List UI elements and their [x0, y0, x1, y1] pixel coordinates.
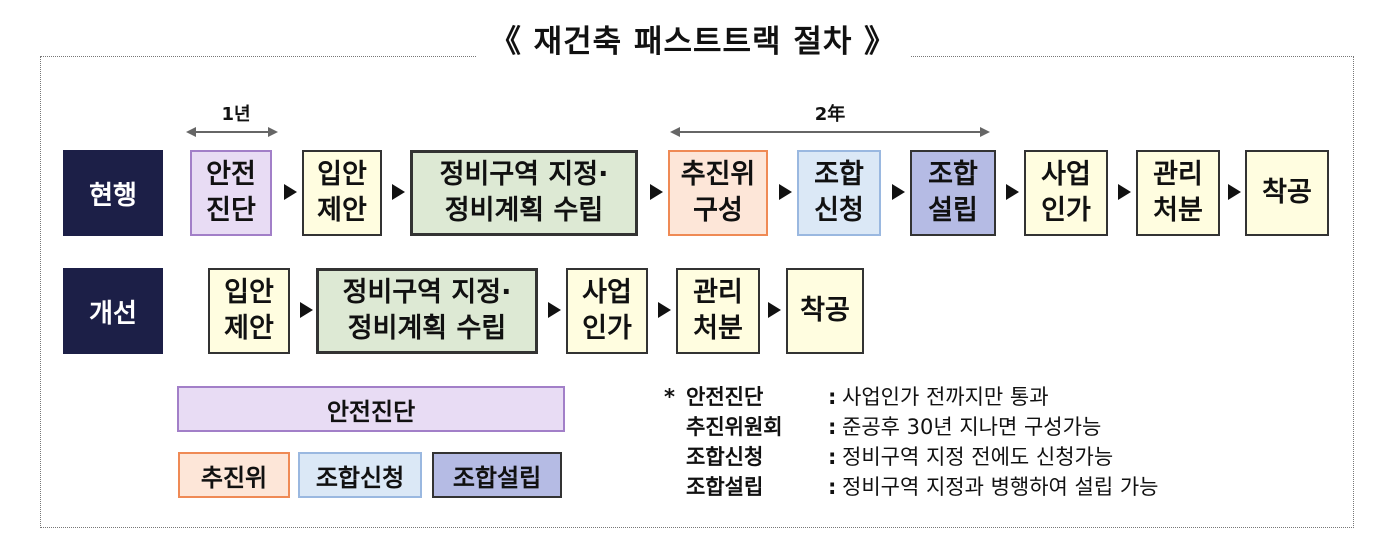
flow-arrow — [768, 302, 781, 318]
step-district-designation: 정비구역 지정·정비계획 수립 — [316, 268, 538, 354]
diagram-title: 《 재건축 패스트트랙 절차 》 — [0, 22, 1386, 62]
flow-arrow — [548, 302, 561, 318]
flow-arrow — [284, 184, 297, 200]
note-desc: 정비구역 지정 전에도 신청가능 — [842, 445, 1114, 469]
note-desc: 사업인가 전까지만 통과 — [842, 385, 1049, 409]
step-district-designation: 정비구역 지정·정비계획 수립 — [410, 150, 638, 236]
legend-safety-diagnosis: 안전진단 — [177, 386, 565, 432]
note-desc: 준공후 30년 지나면 구성가능 — [842, 415, 1102, 439]
flow-arrow — [392, 184, 405, 200]
flow-arrow — [658, 302, 671, 318]
flow-arrow — [1228, 184, 1241, 200]
notes-list: * 안전진단 : 사업인가 전까지만 통과 추진위원회 : 준공후 30년 지나… — [664, 382, 1159, 502]
span-label-1year: 1년 — [221, 104, 251, 125]
note-row: 조합신청 : 정비구역 지정 전에도 신청가능 — [664, 442, 1159, 472]
legend-union-establish: 조합설립 — [432, 452, 562, 498]
note-term: 조합신청 — [686, 445, 764, 469]
note-desc: 정비구역 지정과 병행하여 설립 가능 — [842, 475, 1159, 499]
step-construction-start: 착공 — [786, 268, 864, 354]
flow-arrow — [650, 184, 663, 200]
row-label-current: 현행 — [63, 150, 163, 236]
flow-arrow — [300, 302, 313, 318]
legend-committee: 추진위 — [178, 452, 290, 498]
row-label-improved: 개선 — [63, 268, 163, 354]
note-term: 안전진단 — [686, 385, 764, 409]
flow-arrow — [1118, 184, 1131, 200]
note-term: 추진위원회 — [686, 415, 783, 439]
flow-arrow — [1006, 184, 1019, 200]
legend-union-apply: 조합신청 — [298, 452, 422, 498]
note-term: 조합설립 — [686, 475, 764, 499]
flow-arrow — [779, 184, 792, 200]
span-label-2year: 2年 — [814, 104, 846, 125]
note-row: 추진위원회 : 준공후 30년 지나면 구성가능 — [664, 412, 1159, 442]
note-row: 조합설립 : 정비구역 지정과 병행하여 설립 가능 — [664, 472, 1159, 502]
span-arrow-2year — [670, 127, 990, 137]
step-construction-start: 착공 — [1245, 150, 1329, 236]
note-row: * 안전진단 : 사업인가 전까지만 통과 — [664, 382, 1159, 412]
span-arrow-1year — [186, 127, 278, 137]
flow-arrow — [892, 184, 905, 200]
